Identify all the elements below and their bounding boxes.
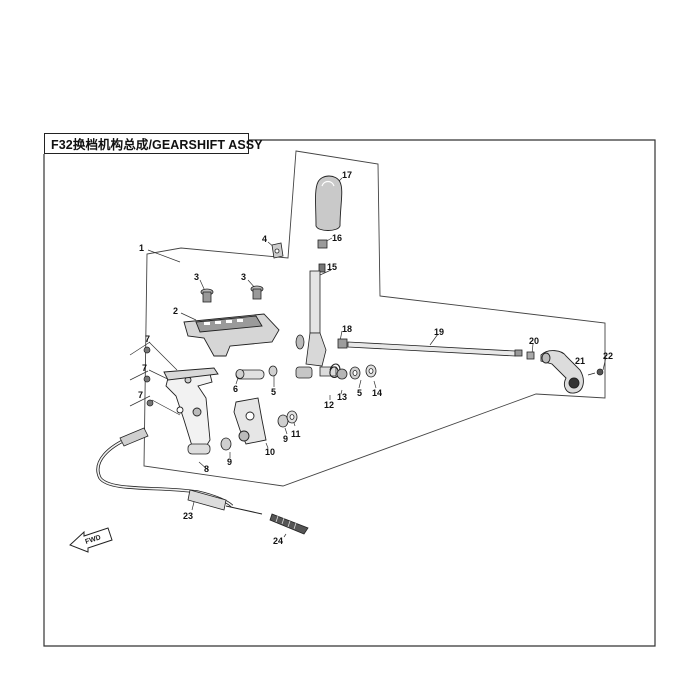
part-7-bolt-top xyxy=(143,346,151,354)
callout-13: 13 xyxy=(337,392,347,402)
part-1-bracket xyxy=(163,367,219,449)
fwd-label: FWD xyxy=(84,534,101,546)
callout-4: 4 xyxy=(262,234,267,244)
callout-18: 18 xyxy=(342,324,352,334)
callout-2: 2 xyxy=(173,306,178,316)
callout-1: 1 xyxy=(139,243,144,253)
callout-11: 11 xyxy=(291,429,301,439)
outer-frame xyxy=(43,139,656,647)
callout-12: 12 xyxy=(324,400,334,410)
part-12-lever-base xyxy=(295,334,337,379)
callout-9-right: 9 xyxy=(283,434,288,444)
callout-7-top: 7 xyxy=(145,334,150,344)
part-3-screw-left xyxy=(200,288,214,303)
part-3-screw-right xyxy=(250,285,264,300)
callout-10: 10 xyxy=(265,447,275,457)
part-2-shift-gate xyxy=(183,313,280,357)
part-23-shift-cable xyxy=(96,427,263,515)
callout-8: 8 xyxy=(204,464,209,474)
diagram-title: F32换档机构总成/GEARSHIFT ASSY xyxy=(51,138,263,152)
callout-24: 24 xyxy=(273,536,283,546)
title-box: F32换档机构总成/GEARSHIFT ASSY xyxy=(44,133,263,154)
callout-15: 15 xyxy=(327,262,337,272)
part-22-bolt xyxy=(587,368,604,376)
callout-7-bottom: 7 xyxy=(138,390,143,400)
part-7-bolt-bottom xyxy=(146,399,154,407)
callout-5-left: 5 xyxy=(271,387,276,397)
callout-6: 6 xyxy=(233,384,238,394)
callout-16: 16 xyxy=(332,233,342,243)
part-9-bushing-a xyxy=(220,437,232,451)
callout-21: 21 xyxy=(575,356,585,366)
part-21-shift-arm xyxy=(540,350,584,394)
part-9-bushing-b xyxy=(277,414,289,428)
callout-17: 17 xyxy=(342,170,352,180)
part-20-joint-nut xyxy=(526,351,535,360)
part-4-clip-nut xyxy=(271,242,284,259)
fwd-arrow-icon: FWD xyxy=(69,527,113,553)
part-7-bolt-mid xyxy=(143,375,151,383)
part-13-spring xyxy=(329,363,348,380)
part-6-pivot-pin xyxy=(235,369,265,380)
callout-3-left: 3 xyxy=(194,272,199,282)
part-10-lever-plate xyxy=(233,397,267,445)
part-19-shift-rod xyxy=(347,341,523,357)
assembly-outline xyxy=(143,150,606,487)
callout-20: 20 xyxy=(529,336,539,346)
part-24-cable-boot xyxy=(269,513,309,535)
part-18-rod-nut xyxy=(337,338,348,349)
callout-labels: 1 2 3 3 4 5 5 6 7 7 7 8 9 9 10 11 12 13 … xyxy=(138,170,613,546)
callout-3-right: 3 xyxy=(241,272,246,282)
callout-22: 22 xyxy=(603,351,613,361)
callout-5-right: 5 xyxy=(357,388,362,398)
part-8-cable-end xyxy=(187,443,211,455)
part-14-washer xyxy=(365,364,377,378)
callout-9-left: 9 xyxy=(227,457,232,467)
callout-7-mid: 7 xyxy=(142,363,147,373)
part-11-washer xyxy=(286,410,298,424)
part-5-bushing-right xyxy=(349,366,361,380)
part-15-shift-lever xyxy=(305,263,327,367)
callout-23: 23 xyxy=(183,511,193,521)
part-17-shift-knob xyxy=(315,175,343,231)
part-5-bushing-left xyxy=(268,365,278,377)
leader-lines xyxy=(129,177,607,538)
part-16-nut xyxy=(317,239,328,249)
callout-14: 14 xyxy=(372,388,382,398)
callout-19: 19 xyxy=(434,327,444,337)
